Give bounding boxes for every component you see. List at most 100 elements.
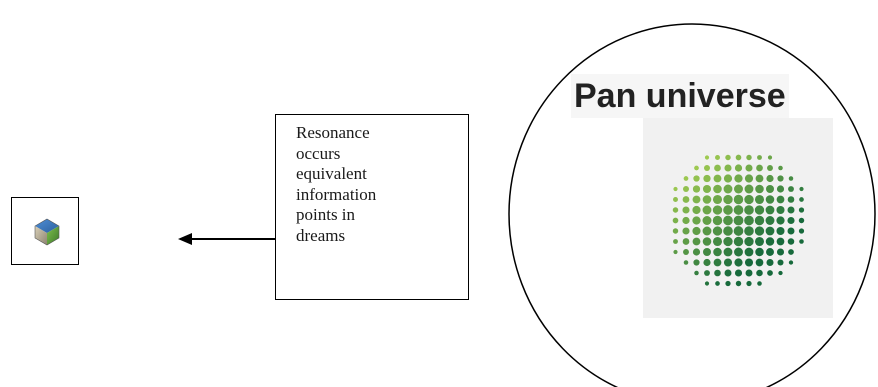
sphere-dot [702, 216, 712, 225]
sphere-dot [715, 155, 720, 160]
sphere-dot [765, 216, 775, 225]
sphere-dot [767, 165, 773, 171]
sphere-dot [734, 258, 743, 267]
sphere-dot [734, 247, 743, 257]
sphere-dot [787, 206, 795, 214]
sphere-dot [673, 249, 678, 255]
sphere-dot [723, 236, 733, 247]
sphere-dot [744, 174, 754, 183]
sphere-dot [693, 259, 700, 266]
sphere-dot [765, 184, 775, 194]
sphere-dot [778, 270, 783, 276]
sphere-dot [724, 269, 732, 277]
sphere-dot [788, 260, 794, 265]
sphere-dot [723, 184, 733, 194]
sphere-dot [746, 154, 752, 161]
sphere-dot [702, 205, 712, 215]
sphere-dot [692, 195, 701, 204]
sphere-dot [704, 281, 710, 286]
cube-image-box [11, 197, 79, 265]
sphere-dot [757, 281, 762, 286]
text-line: Resonance [296, 123, 370, 142]
sphere-dot [703, 258, 711, 267]
sphere-dot [745, 269, 753, 277]
sphere-dot [692, 205, 701, 215]
sphere-dot [734, 174, 743, 183]
sphere-dot [776, 237, 785, 246]
sphere-dot [683, 249, 689, 255]
sphere-dot [723, 174, 733, 183]
sphere-dot [734, 184, 743, 194]
sphere-dot [765, 237, 775, 246]
sphere-dot [713, 184, 722, 194]
sphere-dot [692, 185, 701, 193]
text-line: equivalent [296, 164, 367, 183]
sphere-dot [754, 205, 765, 215]
sphere-dot [744, 205, 754, 215]
sphere-dot [776, 216, 785, 225]
sphere-dot [694, 270, 699, 276]
sphere-dot [704, 165, 710, 171]
sphere-dot [776, 195, 785, 204]
sphere-dot [767, 270, 773, 276]
sphere-dot [723, 258, 733, 267]
sphere-dot [725, 154, 731, 161]
sphere-dot [777, 175, 784, 182]
sphere-dot [702, 195, 712, 204]
sphere-dot [723, 226, 733, 236]
sphere-dot [745, 164, 753, 172]
sphere-dot [712, 226, 723, 236]
sphere-dot [756, 164, 763, 172]
universe-title: Pan universe [571, 74, 789, 118]
sphere-dot [744, 226, 754, 236]
sphere-dot [778, 165, 783, 171]
sphere-dot [733, 236, 744, 247]
sphere-dot [787, 216, 795, 225]
text-line: points in [296, 205, 356, 224]
sphere-dot [713, 247, 722, 257]
sphere-dot [723, 205, 733, 215]
sphere-dot [744, 258, 754, 267]
sphere-dot [756, 269, 763, 277]
sphere-dot [757, 155, 762, 160]
sphere-dot [702, 247, 712, 257]
sphere-dot [766, 248, 774, 256]
sphere-dot [673, 186, 678, 192]
sphere-dot [767, 155, 773, 160]
dotted-sphere-icon [672, 154, 805, 287]
sphere-dot [787, 238, 795, 245]
sphere-dot [798, 207, 805, 213]
sphere-dot [673, 197, 678, 202]
sphere-dot [733, 215, 744, 226]
universe-circle [508, 23, 876, 387]
sphere-dot [704, 270, 710, 276]
sphere-dot [755, 174, 764, 183]
sphere-dot [693, 175, 700, 182]
sphere-dot [683, 176, 689, 181]
sphere-dot [788, 249, 794, 255]
sphere-dot [724, 164, 732, 172]
sphere-dot [798, 228, 805, 234]
sphere-dot [713, 258, 722, 267]
sphere-dot [683, 260, 689, 265]
sphere-dot [703, 174, 711, 183]
sphere-dot [744, 184, 754, 194]
sphere-dot [788, 176, 794, 181]
sphere-dot [682, 238, 690, 245]
sphere-dot [787, 196, 795, 203]
sphere-dot [702, 237, 712, 246]
sphere-dot [682, 196, 690, 203]
sphere-dot [704, 155, 710, 160]
sphere-dot [755, 184, 764, 194]
sphere-dot [723, 194, 733, 205]
sphere-dot [744, 247, 754, 257]
sphere-dot [798, 217, 805, 224]
sphere-dot [712, 236, 723, 247]
sphere-dot [765, 205, 775, 215]
sphere-dot [754, 236, 765, 247]
text-line: dreams [296, 225, 346, 245]
sphere-dot [754, 215, 765, 226]
sphere-dot [799, 186, 804, 192]
sphere-dot [766, 258, 774, 267]
sphere-dot [702, 226, 712, 236]
